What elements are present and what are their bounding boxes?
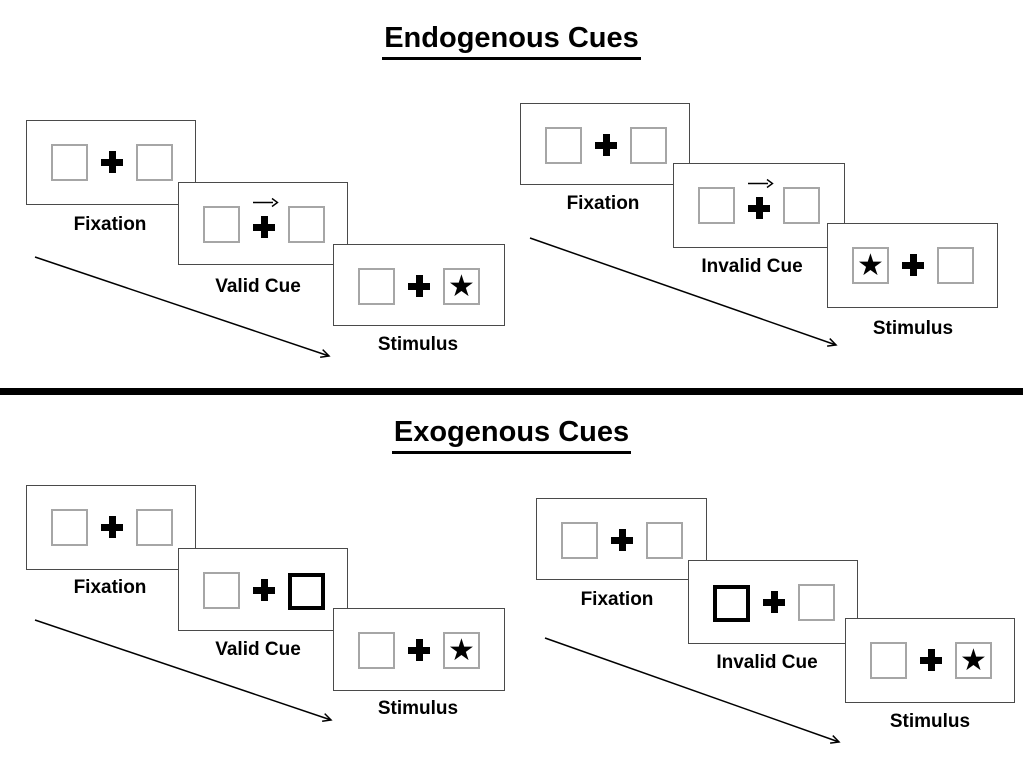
placeholder-box-left (698, 187, 735, 224)
placeholder-box-right (630, 127, 667, 164)
step-label-stimulus: Stimulus (889, 711, 971, 732)
panel-invalid-cue (673, 163, 845, 248)
fixation-cross-icon (902, 254, 924, 276)
fixation-cross-icon (253, 579, 275, 601)
fixation-cross-icon (101, 516, 123, 538)
placeholder-box-left (358, 268, 395, 305)
star-icon: ★ (857, 248, 884, 282)
panel-stimulus: ★ (333, 608, 505, 691)
placeholder-box-right (646, 522, 683, 559)
placeholder-box-right (136, 509, 173, 546)
fixation-cross-icon (611, 529, 633, 551)
placeholder-box-left (870, 642, 907, 679)
panel-stimulus: ★ (827, 223, 998, 308)
panel-fixation (26, 120, 196, 205)
placeholder-box-left (203, 206, 240, 243)
cue-box-left (713, 585, 750, 622)
panel-fixation (536, 498, 707, 580)
placeholder-box-left (545, 127, 582, 164)
step-label-stimulus: Stimulus (872, 318, 954, 339)
step-label-fixation: Fixation (73, 577, 147, 598)
fixation-cross-icon (748, 197, 770, 219)
cue-box-right (288, 573, 325, 610)
placeholder-box-left (358, 632, 395, 669)
timeline-arrow-exogenous-valid (34, 619, 333, 722)
stimulus-box-right: ★ (443, 268, 480, 305)
placeholder-box-right (937, 247, 974, 284)
panel-valid-cue (178, 182, 348, 265)
panel-fixation (520, 103, 690, 185)
fixation-cross-icon (595, 134, 617, 156)
star-icon: ★ (448, 633, 475, 667)
cue-arrow-icon (253, 197, 279, 208)
section-title-endogenous: Endogenous Cues (0, 22, 1023, 60)
step-label-fixation: Fixation (580, 589, 654, 610)
section-title-endogenous-text: Endogenous Cues (382, 22, 641, 60)
section-divider (0, 388, 1023, 395)
step-label-invalid-cue: Invalid Cue (701, 256, 803, 277)
cue-arrow-icon (748, 178, 774, 189)
step-label-fixation: Fixation (566, 193, 640, 214)
step-label-stimulus: Stimulus (377, 698, 459, 719)
placeholder-box-right (288, 206, 325, 243)
fixation-cross-icon (763, 591, 785, 613)
panel-invalid-cue (688, 560, 858, 644)
placeholder-box-right (798, 584, 835, 621)
fixation-cross-icon (408, 275, 430, 297)
fixation-cross-icon (408, 639, 430, 661)
section-title-exogenous-text: Exogenous Cues (391, 416, 632, 454)
panel-valid-cue (178, 548, 348, 631)
step-label-fixation: Fixation (73, 214, 147, 235)
stimulus-box-left: ★ (852, 247, 889, 284)
timeline-arrow-endogenous-valid (34, 256, 331, 358)
panel-stimulus: ★ (333, 244, 505, 326)
panel-stimulus: ★ (845, 618, 1015, 703)
placeholder-box-left (51, 144, 88, 181)
section-title-exogenous: Exogenous Cues (0, 416, 1023, 454)
star-icon: ★ (960, 643, 987, 677)
step-label-valid-cue: Valid Cue (215, 639, 301, 660)
fixation-cross-icon (101, 151, 123, 173)
fixation-cross-icon (253, 216, 275, 238)
panel-fixation (26, 485, 196, 570)
placeholder-box-left (51, 509, 88, 546)
stimulus-box-right: ★ (955, 642, 992, 679)
step-label-valid-cue: Valid Cue (215, 276, 301, 297)
timeline-arrow-endogenous-invalid (529, 237, 838, 347)
placeholder-box-right (783, 187, 820, 224)
placeholder-box-left (203, 572, 240, 609)
placeholder-box-left (561, 522, 598, 559)
star-icon: ★ (448, 269, 475, 303)
stimulus-box-right: ★ (443, 632, 480, 669)
step-label-invalid-cue: Invalid Cue (716, 652, 818, 673)
fixation-cross-icon (920, 649, 942, 671)
step-label-stimulus: Stimulus (377, 334, 459, 355)
placeholder-box-right (136, 144, 173, 181)
